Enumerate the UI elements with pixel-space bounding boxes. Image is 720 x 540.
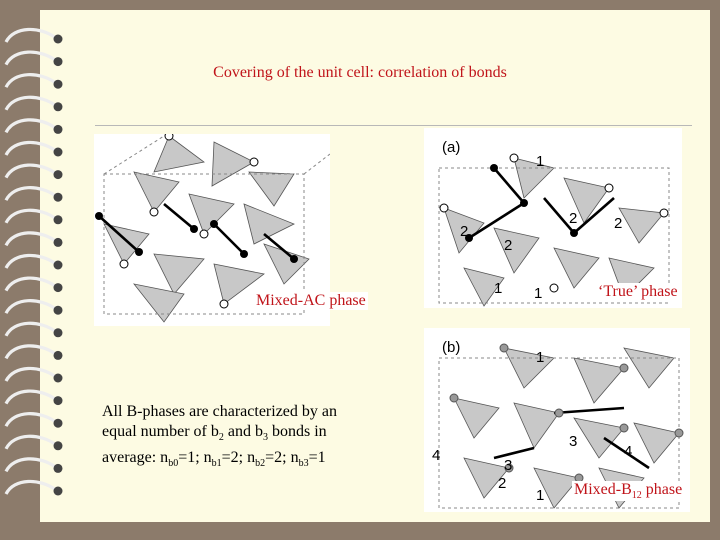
mixed-b12-number: 1 (536, 349, 544, 366)
true-phase-number: 1 (494, 280, 502, 297)
mixed-b12-number: 4 (432, 447, 440, 464)
true-phase-caption: ‘True’ phase (596, 283, 680, 301)
spiral-hole (53, 350, 63, 360)
spiral-coil (4, 231, 57, 247)
note-subscript: 2 (218, 432, 224, 444)
spiral-coil (4, 253, 57, 269)
true-phase-number: 1 (534, 285, 542, 302)
spiral-hole (53, 418, 63, 428)
panel-a-label: (a) (442, 139, 460, 156)
mixed-b12-caption-subscript: 12 (631, 490, 642, 502)
title-divider (95, 125, 692, 126)
spiral-hole (53, 283, 63, 293)
spiral-coil (4, 299, 57, 315)
spiral-hole (53, 57, 63, 67)
note-subscript: b3 (298, 458, 309, 470)
spiral-hole (53, 192, 63, 202)
panel-b-label: (b) (442, 339, 460, 356)
spiral-coil (4, 434, 57, 450)
mixed-ac-structure-diagram (95, 131, 331, 323)
mixed-ac-caption-name: Mixed-AC (256, 292, 326, 309)
mixed-b12-caption-suffix: phase (641, 481, 683, 498)
spiral-hole (53, 328, 63, 338)
spiral-hole (53, 237, 63, 247)
spiral-hole (53, 260, 63, 270)
b-phase-note: All B-phases are characterized by an equ… (102, 402, 402, 474)
spiral-hole (53, 486, 63, 496)
mixed-b12-number: 3 (569, 433, 577, 450)
mixed-b12-number: 4 (624, 443, 632, 460)
slide-title: Covering of the unit cell: correlation o… (213, 64, 507, 81)
true-phase-structure-diagram: (a) (438, 139, 670, 307)
true-phase-number: 2 (460, 223, 468, 240)
spiral-hole (53, 441, 63, 451)
note-text: =1 (308, 449, 326, 467)
note-subscript: b2 (255, 458, 266, 470)
spiral-coil (4, 50, 57, 66)
spiral-hole (53, 34, 63, 44)
mixed-b12-caption: Mixed-B12 phase (572, 481, 685, 502)
spiral-coil (4, 479, 57, 495)
note-text: bonds in (267, 423, 327, 440)
spiral-hole (53, 305, 63, 315)
note-subscript: b1 (211, 458, 222, 470)
mixed-b12-number: 2 (498, 475, 506, 492)
spiral-hole (53, 396, 63, 406)
note-line-2: equal number of b2 and b3 bonds in (102, 422, 402, 448)
spiral-coil (4, 118, 57, 134)
spiral-coil (4, 186, 57, 202)
spiral-binding (4, 27, 63, 496)
mixed-b12-number: 3 (504, 457, 512, 474)
note-line-3: average: nb0=1; nb1=2; nb2=2; nb3=1 (102, 448, 402, 474)
mixed-ac-caption: Mixed-AC phase (254, 292, 368, 310)
note-text: =2; n (221, 449, 256, 467)
spiral-hole (53, 170, 63, 180)
spiral-coil (4, 163, 57, 179)
spiral-coil (4, 95, 57, 111)
true-phase-number: 2 (569, 210, 577, 227)
note-text: and b (223, 423, 263, 440)
mixed-b12-number: 1 (536, 487, 544, 504)
spiral-coil (4, 344, 57, 360)
spiral-hole (53, 147, 63, 157)
spiral-coil (4, 276, 57, 292)
note-subscript: b0 (168, 458, 179, 470)
true-phase-number: 2 (614, 215, 622, 232)
mixed-b12-structure-figure: (b) (424, 328, 690, 512)
spiral-coil (4, 457, 57, 473)
note-text: equal number of b (102, 423, 219, 440)
spiral-hole (53, 124, 63, 134)
spiral-coil (4, 321, 57, 337)
spiral-coil (4, 366, 57, 382)
spiral-coil (4, 140, 57, 156)
mixed-b12-caption-name: Mixed-B (574, 481, 632, 498)
spiral-hole (53, 79, 63, 89)
true-phase-number: 2 (504, 237, 512, 254)
note-text: =1; n (178, 449, 212, 467)
note-text: average: n (102, 449, 169, 467)
spiral-hole (53, 373, 63, 383)
note-text: =2; n (265, 449, 299, 467)
true-phase-number: 1 (536, 153, 544, 170)
note-line-1: All B-phases are characterized by an (102, 403, 337, 420)
spiral-hole (53, 463, 63, 473)
spiral-hole (53, 215, 63, 225)
spiral-coil (4, 208, 57, 224)
mixed-ac-caption-suffix: phase (325, 292, 366, 309)
mixed-b12-structure-diagram: (b) (432, 339, 684, 509)
spiral-coil (4, 389, 57, 405)
spiral-coil (4, 73, 57, 89)
spiral-coil (4, 27, 57, 43)
note-subscript: 3 (262, 432, 268, 444)
spiral-hole (53, 102, 63, 112)
spiral-coil (4, 412, 57, 428)
true-phase-structure-figure: (a) (424, 128, 682, 308)
